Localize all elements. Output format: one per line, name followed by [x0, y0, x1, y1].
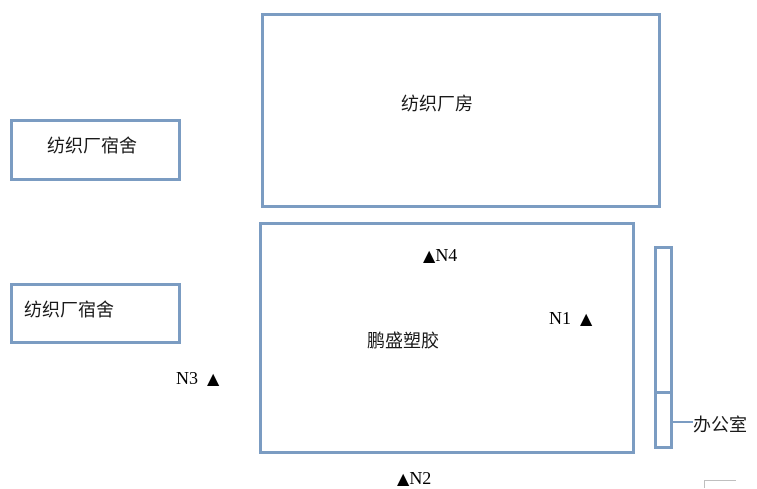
triangle-marker-icon: ▲: [580, 309, 593, 328]
office-box-lower: [654, 391, 673, 449]
factory-building-box: [261, 13, 661, 208]
corner-crop-mark-vertical: [704, 480, 705, 488]
factory-building-label: 纺织厂房: [401, 94, 473, 115]
dorm-upper-box: [10, 119, 181, 181]
monitor-point-n2: ▲N2: [397, 468, 431, 489]
office-label: 办公室: [693, 415, 747, 436]
monitor-point-n1-label: N1: [549, 308, 571, 328]
monitor-point-n4: ▲N4: [423, 245, 457, 266]
monitor-point-n1: N1 ▲: [549, 308, 592, 329]
plant-label: 鹏盛塑胶: [367, 331, 439, 352]
dorm-lower-label: 纺织厂宿舍: [24, 300, 114, 321]
monitor-point-n3-label: N3: [176, 368, 198, 388]
dorm-upper-label: 纺织厂宿舍: [47, 136, 137, 157]
monitor-point-n2-label: N2: [409, 468, 432, 488]
triangle-marker-icon: ▲: [397, 469, 410, 488]
corner-crop-mark: [704, 480, 736, 481]
triangle-marker-icon: ▲: [423, 246, 436, 265]
office-leader-line: [673, 421, 693, 423]
monitor-point-n4-label: N4: [435, 245, 458, 265]
triangle-marker-icon: ▲: [207, 369, 220, 388]
office-box-upper: [654, 246, 673, 394]
monitor-point-n3: N3 ▲: [176, 368, 219, 389]
dorm-lower-box: [10, 283, 181, 344]
plant-box: [259, 222, 635, 454]
